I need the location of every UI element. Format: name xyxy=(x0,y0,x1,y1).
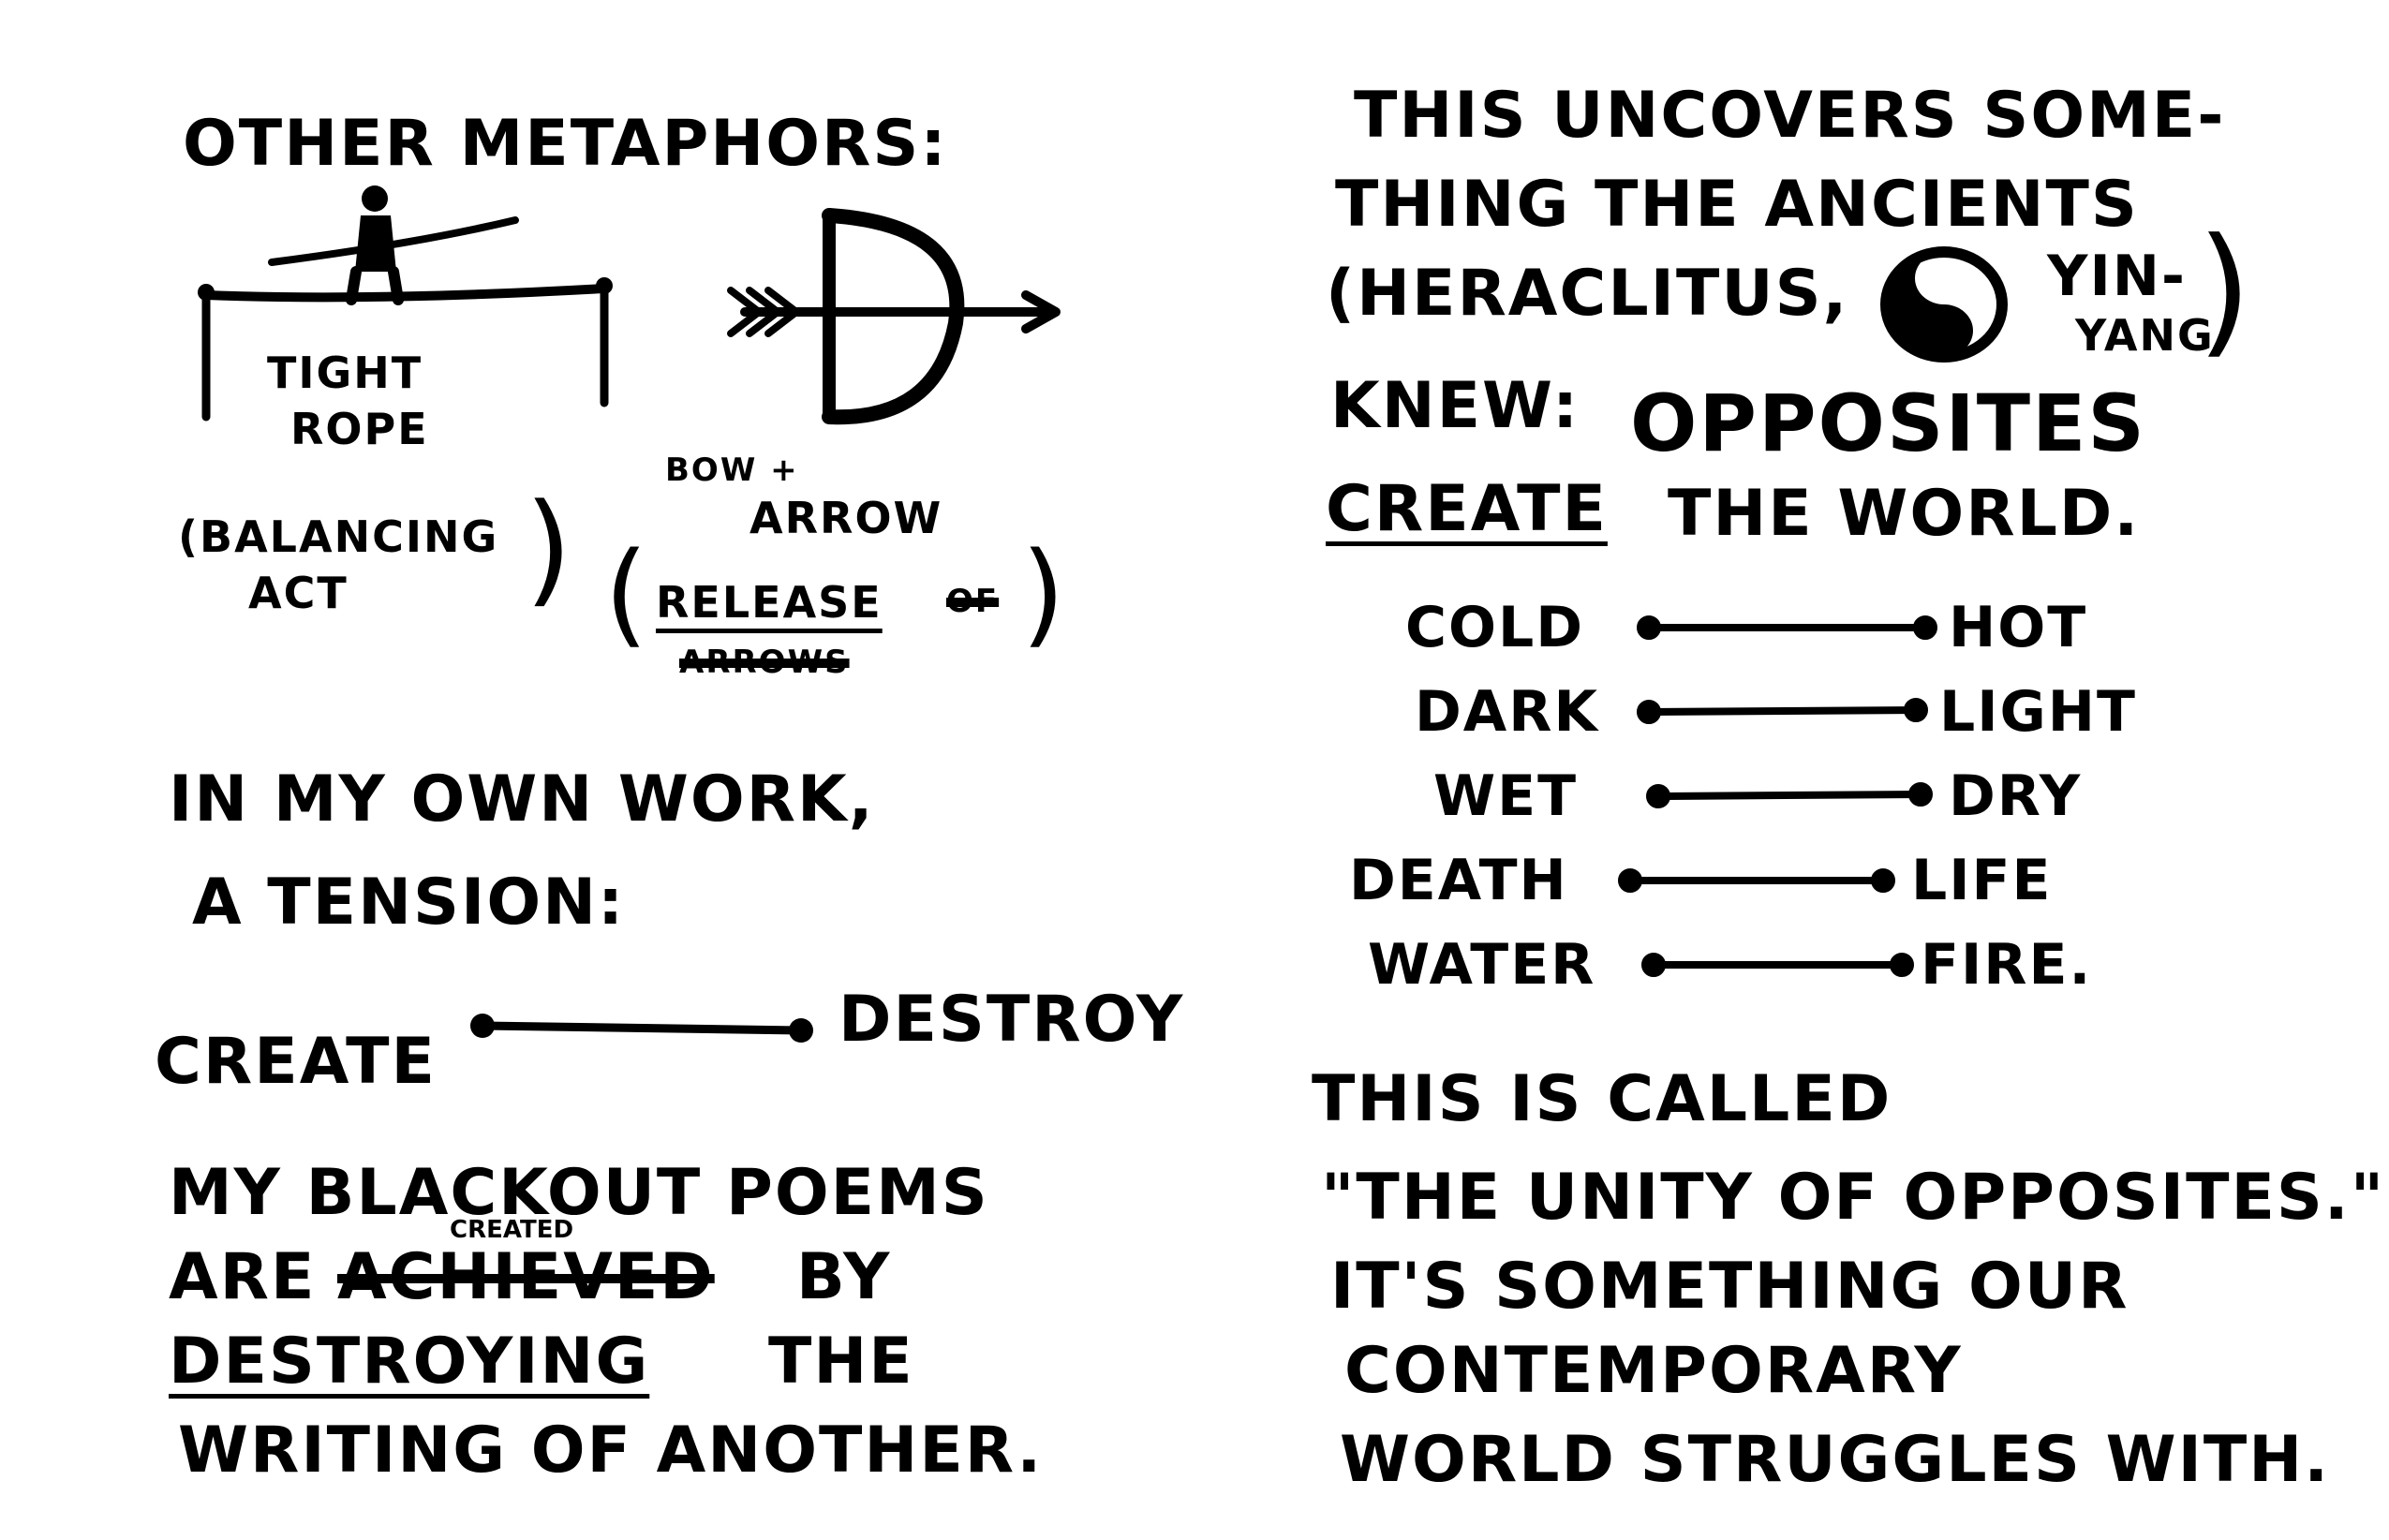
blackout-line-3-destroying: DESTROYING xyxy=(169,1325,650,1399)
heading-other-metaphors: OTHER METAPHORS: xyxy=(183,107,948,181)
called-line-1: THIS IS CALLED xyxy=(1312,1062,1892,1136)
right-line-2: THING THE ANCIENTS xyxy=(1335,168,2139,242)
opposites-connectors xyxy=(1618,615,1937,977)
tightrope-label-1: TIGHT xyxy=(267,348,423,398)
yin-yang-icon xyxy=(1880,246,2008,363)
right-line-5-world: THE WORLD. xyxy=(1668,477,2141,551)
right-line-4-opposites: OPPOSITES xyxy=(1630,378,2146,469)
balancing-act-line-1: (BALANCING xyxy=(178,511,499,562)
release-struck-of: OF xyxy=(946,583,1000,620)
blackout-struck-word: ACHIEVED xyxy=(337,1240,715,1314)
pair-right-life: LIFE xyxy=(1911,848,2053,913)
create-destroy-connector xyxy=(470,1014,813,1043)
right-line-4-knew: KNEW: xyxy=(1330,369,1580,443)
called-line-3: IT'S SOMETHING OUR xyxy=(1330,1250,2129,1324)
release-open-paren: ( xyxy=(604,529,650,659)
tension-line-2: A TENSION: xyxy=(192,866,626,940)
bow-label-2: ARROW xyxy=(749,493,943,543)
blackout-line-2-are: ARE xyxy=(169,1240,317,1314)
balancing-close-paren: ) xyxy=(525,477,574,619)
bow-label-1: BOW + xyxy=(665,452,799,489)
yang-label: YANG xyxy=(2075,310,2215,361)
tension-line-1: IN MY OWN WORK, xyxy=(169,763,875,837)
called-line-5: WORLD STRUGGLES WITH. xyxy=(1340,1423,2331,1497)
right-line-1: THIS UNCOVERS SOME- xyxy=(1354,79,2226,153)
right-line-5-create: CREATE xyxy=(1326,472,1608,546)
blackout-line-2-by: BY xyxy=(796,1240,892,1314)
tightrope-walker-icon xyxy=(198,185,613,422)
blackout-line-1: MY BLACKOUT POEMS xyxy=(169,1156,989,1230)
release-word: RELEASE xyxy=(656,577,883,628)
pair-left-wet: WET xyxy=(1433,763,1579,829)
release-close-paren: ) xyxy=(1021,529,1067,659)
pair-left-dark: DARK xyxy=(1415,679,1599,745)
yin-label: YIN- xyxy=(2047,244,2187,309)
create-word: CREATE xyxy=(155,1025,437,1099)
yin-close-paren: ) xyxy=(2197,209,2254,372)
right-line-3-heraclitus: (HERACLITUS, xyxy=(1326,257,1849,331)
release-struck-arrows: ARROWS xyxy=(679,644,850,681)
bow-and-arrow-icon xyxy=(727,208,1061,425)
pair-left-death: DEATH xyxy=(1349,848,1568,913)
pair-right-dry: DRY xyxy=(1949,763,2083,829)
pair-left-water: WATER xyxy=(1368,932,1596,998)
blackout-inserted-word: CREATED xyxy=(450,1216,574,1244)
blackout-line-4: WRITING OF ANOTHER. xyxy=(178,1414,1044,1488)
balancing-act-line-2: ACT xyxy=(248,568,349,618)
pair-right-hot: HOT xyxy=(1949,595,2088,660)
blackout-line-3-the: THE xyxy=(768,1325,914,1399)
pair-right-light: LIGHT xyxy=(1939,679,2137,745)
destroy-word: DESTROY xyxy=(838,983,1185,1057)
pair-left-cold: COLD xyxy=(1405,595,1585,660)
called-line-2: "THE UNITY OF OPPOSITES." xyxy=(1321,1161,2386,1235)
pair-right-fire: FIRE. xyxy=(1921,932,2093,998)
called-line-4: CONTEMPORARY xyxy=(1344,1334,1963,1408)
tightrope-label-2: ROPE xyxy=(290,404,429,454)
